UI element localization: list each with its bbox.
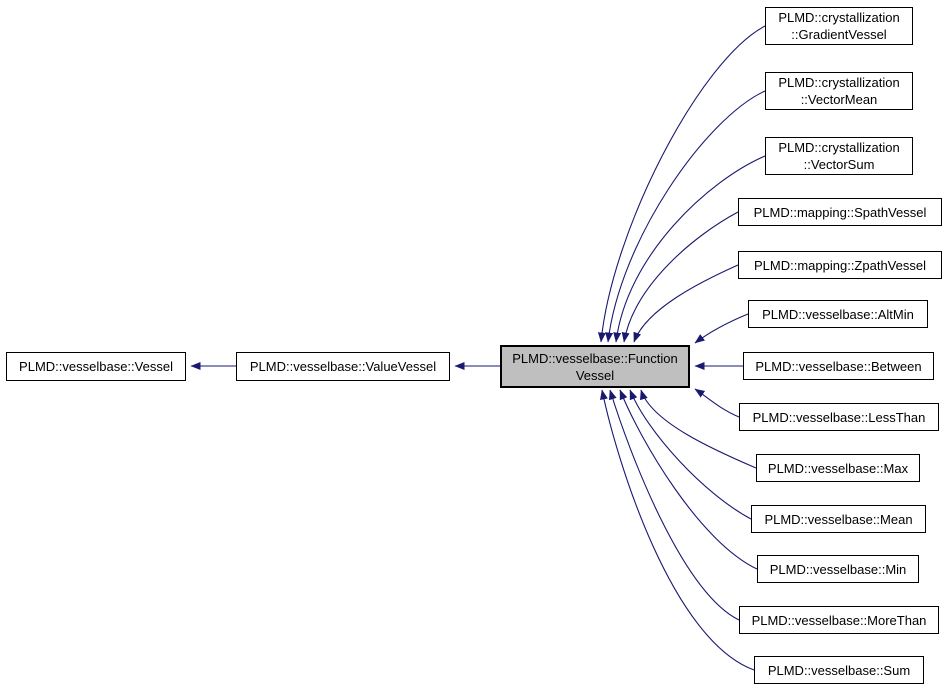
node-vesselbase-sum[interactable]: PLMD::vesselbase::Sum xyxy=(754,656,924,684)
node-vesselbase-functionvessel: PLMD::vesselbase::Function Vessel xyxy=(500,345,690,388)
edge-spathvessel xyxy=(621,211,739,343)
edge-altmin xyxy=(694,313,749,344)
node-mapping-spathvessel[interactable]: PLMD::mapping::SpathVessel xyxy=(738,198,942,226)
edge-lessthan xyxy=(694,388,740,418)
node-vesselbase-morethan[interactable]: PLMD::vesselbase::MoreThan xyxy=(739,606,939,634)
node-crystallization-gradientvessel[interactable]: PLMD::crystallization ::GradientVessel xyxy=(765,7,913,45)
node-vesselbase-between[interactable]: PLMD::vesselbase::Between xyxy=(743,352,934,380)
edge-gradientvessel xyxy=(597,25,766,343)
node-mapping-zpathvessel[interactable]: PLMD::mapping::ZpathVessel xyxy=(738,251,942,279)
node-vesselbase-min[interactable]: PLMD::vesselbase::Min xyxy=(757,555,919,583)
node-vesselbase-mean[interactable]: PLMD::vesselbase::Mean xyxy=(751,505,926,533)
edge-morethan xyxy=(608,389,740,621)
node-crystallization-vectormean[interactable]: PLMD::crystallization ::VectorMean xyxy=(765,72,913,110)
edge-mean xyxy=(629,389,752,520)
node-crystallization-vectorsum[interactable]: PLMD::crystallization ::VectorSum xyxy=(765,137,913,175)
edge-zpathvessel xyxy=(633,264,739,343)
edge-max xyxy=(640,389,757,469)
edge-min xyxy=(619,389,758,570)
node-vesselbase-valuevessel[interactable]: PLMD::vesselbase::ValueVessel xyxy=(236,352,450,381)
edge-sum xyxy=(600,389,755,671)
edge-vectormean xyxy=(605,90,766,343)
node-vesselbase-vessel[interactable]: PLMD::vesselbase::Vessel xyxy=(6,352,186,381)
node-vesselbase-altmin[interactable]: PLMD::vesselbase::AltMin xyxy=(748,300,928,328)
node-vesselbase-lessthan[interactable]: PLMD::vesselbase::LessThan xyxy=(739,403,939,431)
node-vesselbase-max[interactable]: PLMD::vesselbase::Max xyxy=(756,454,920,482)
edge-vectorsum xyxy=(613,155,766,343)
